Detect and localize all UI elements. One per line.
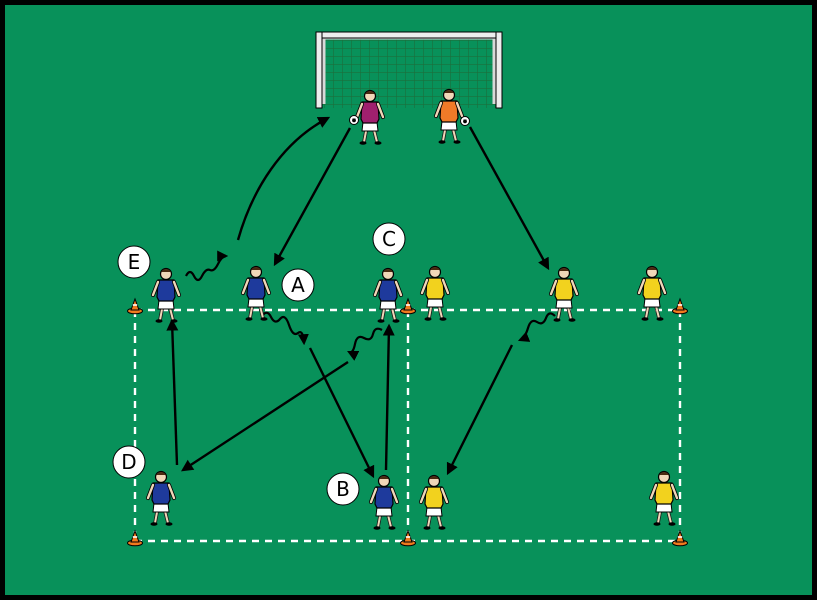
label-b: B xyxy=(326,472,360,506)
dribble-a xyxy=(261,311,309,346)
arrow-keeper-to-a xyxy=(273,127,352,267)
pass-arrows xyxy=(166,116,550,479)
arrow-keeper-to-right xyxy=(468,126,550,271)
ball-icon xyxy=(349,115,359,125)
ball-icon xyxy=(460,116,470,126)
arrow-b-to-c xyxy=(382,323,395,471)
label-d: D xyxy=(112,445,146,479)
label-b-text: B xyxy=(336,477,350,501)
label-c: C xyxy=(372,222,406,256)
label-e: E xyxy=(117,245,151,279)
dribble-arrows xyxy=(185,250,556,361)
arrow-shot-curve xyxy=(236,116,331,241)
dribble-c xyxy=(347,327,383,361)
arrow-c-to-d xyxy=(180,360,349,472)
goal xyxy=(315,31,503,109)
arrow-right-diagonal xyxy=(446,344,514,476)
arrow-d-to-e xyxy=(166,318,179,466)
dribble-e xyxy=(185,250,229,282)
label-c-text: C xyxy=(382,227,396,251)
label-a: A xyxy=(281,268,315,302)
label-d-text: D xyxy=(121,450,136,474)
dribble-right xyxy=(517,312,556,342)
arrow-a-to-b xyxy=(308,347,375,479)
label-a-text: A xyxy=(291,273,305,297)
label-e-text: E xyxy=(128,250,141,274)
